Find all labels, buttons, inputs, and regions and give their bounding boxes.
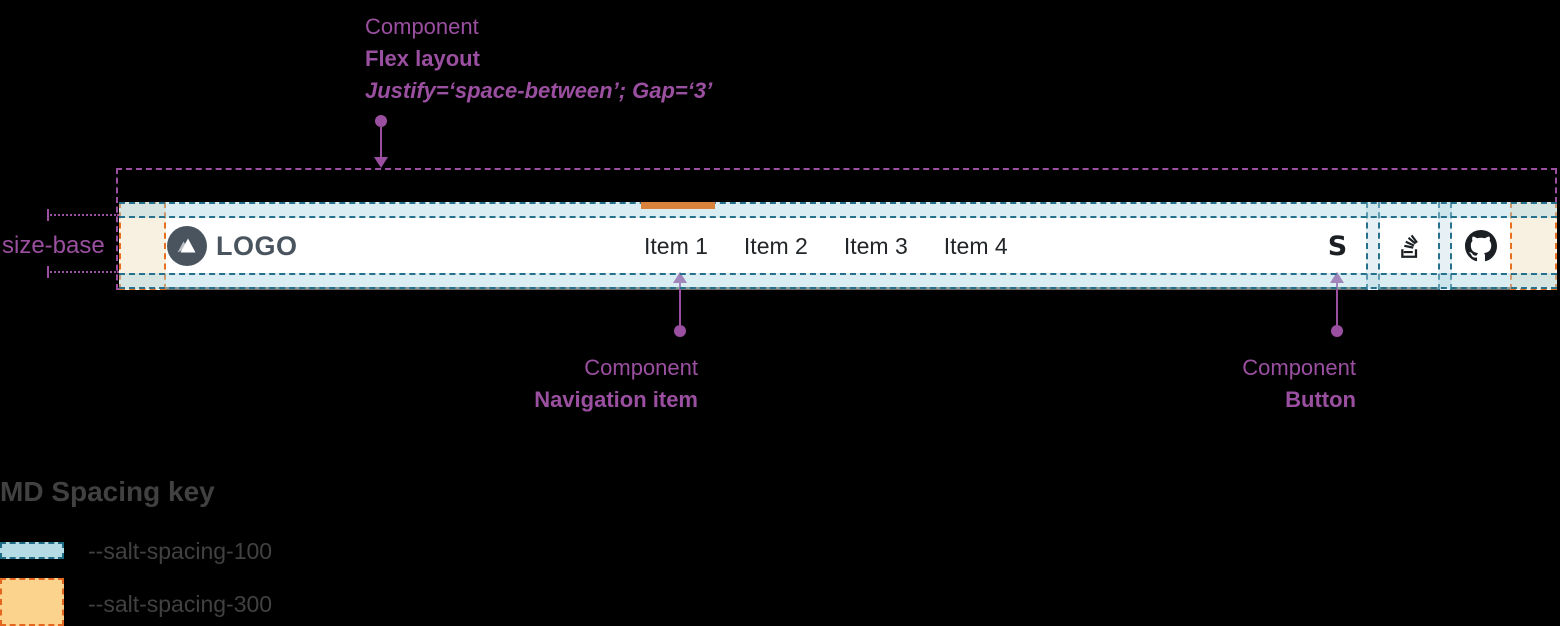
arrow-down-icon [374,157,388,168]
logo-text: LOGO [216,230,298,261]
annotation-line: Component [365,14,479,39]
annotation-line: Button [1285,387,1356,412]
active-item-indicator [641,202,715,209]
measure-line [47,214,119,216]
flex-layout-annotation: Component Flex layout Justify=‘space-bet… [365,11,712,107]
spacing-100-label: --salt-spacing-100 [88,538,273,564]
stackoverflow-icon [1396,233,1422,259]
spacing-key-title: MD Spacing key [0,476,215,507]
button-annotation: Component Button [1242,352,1356,416]
arrow-up-icon [1330,272,1344,283]
connector-dot [674,325,686,337]
spacing-100-overlay-gap [1366,202,1380,290]
spacing-100-overlay-gap [1438,202,1452,290]
connector-line [679,282,681,326]
s-icon: S [1327,230,1348,262]
navigation-item-annotation: Component Navigation item [534,352,698,416]
s-button[interactable]: S [1309,218,1366,274]
github-button[interactable] [1452,218,1510,274]
size-base-label: size-base [2,232,105,259]
spacing-100-overlay-bottom [119,273,1557,289]
annotation-line: Navigation item [534,387,698,412]
github-icon [1465,230,1497,262]
arrow-up-icon [673,272,687,283]
logo-mountain-icon [167,226,207,266]
nav-item-4[interactable]: Item 4 [943,232,1008,259]
measure-line [47,271,119,273]
spacing-300-label: --salt-spacing-300 [88,591,273,617]
connector-line [1336,282,1338,326]
spacing-100-swatch [0,542,64,559]
connector-dot [1331,325,1343,337]
connector-line [380,127,382,158]
annotation-line: Component [1242,355,1356,380]
nav-item-2[interactable]: Item 2 [743,232,808,259]
annotation-line: Flex layout [365,46,480,71]
annotation-line: Justify=‘space-between’; Gap=‘3’ [365,78,713,103]
navigation-bar: LOGO Item 1 Item 2 Item 3 Item 4 S [119,202,1557,290]
logo[interactable]: LOGO [167,218,298,274]
connector-dot [375,115,387,127]
nav-item-3[interactable]: Item 3 [843,232,908,259]
navigation-items: Item 1 Item 2 Item 3 Item 4 [644,218,1008,274]
spacing-300-swatch [0,578,64,626]
nav-item-1[interactable]: Item 1 [644,232,708,259]
annotation-line: Component [584,355,698,380]
stackoverflow-button[interactable] [1380,218,1438,274]
spacing-100-overlay-top [119,202,1557,218]
